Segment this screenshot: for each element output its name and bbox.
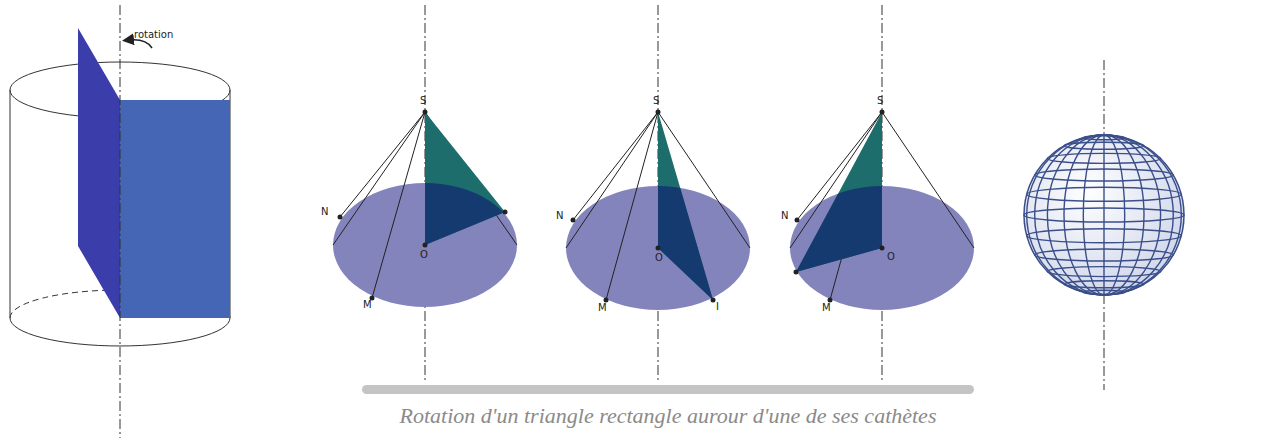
cone <box>333 5 517 380</box>
cone <box>790 5 974 380</box>
caption: Rotation d'un triangle rectangle aurour … <box>400 403 937 429</box>
underline-bar <box>362 385 974 394</box>
point-label: N <box>781 211 788 221</box>
point-label: S <box>420 96 426 106</box>
point-label: O <box>887 252 895 262</box>
point-label: S <box>877 96 883 106</box>
cone <box>566 5 750 380</box>
point-label: O <box>655 253 663 263</box>
cylinder <box>10 5 230 438</box>
sphere <box>1024 60 1184 390</box>
rotation-label: rotation <box>134 30 173 40</box>
point-label: S <box>653 96 659 106</box>
point-label: I <box>716 302 719 312</box>
point-label: N <box>556 211 563 221</box>
point-label: M <box>363 300 372 310</box>
point-label: M <box>598 303 607 313</box>
point-label: M <box>822 303 831 313</box>
point-label: N <box>321 207 328 217</box>
point-label: O <box>420 250 428 260</box>
